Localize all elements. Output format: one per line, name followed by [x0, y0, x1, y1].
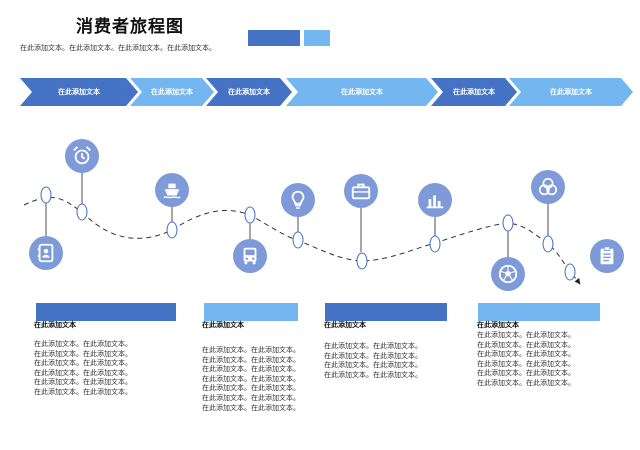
panel-4-heading: 在此添加文本 [477, 321, 519, 329]
page-subtitle: 在此添加文本。在此添加文本。在此添加文本。在此添加文本。 [20, 44, 216, 52]
stage-3[interactable]: 在此添加文本 [206, 78, 292, 106]
briefcase-icon [344, 174, 378, 208]
stage-label: 在此添加文本 [228, 88, 270, 96]
page-title: 消费者旅程图 [76, 17, 184, 37]
alarm-clock-icon [65, 139, 99, 173]
stage-5[interactable]: 在此添加文本 [431, 78, 517, 106]
panel-2-bar [204, 303, 298, 321]
legend-swatch-dark [248, 30, 300, 46]
soccer-ball-icon [491, 257, 525, 291]
bar-chart-icon [418, 183, 452, 217]
panel-3-bar [325, 303, 447, 321]
contact-card-icon [29, 236, 63, 270]
stage-1[interactable]: 在此添加文本 [20, 78, 138, 106]
stage-label: 在此添加文本 [453, 88, 495, 96]
panel-4-bar [478, 303, 600, 321]
panel-1-body: 在此添加文本。在此添加文本。 在此添加文本。在此添加文本。 在此添加文本。在此添… [34, 340, 132, 396]
stage-6[interactable]: 在此添加文本 [509, 78, 633, 106]
stage-label: 在此添加文本 [58, 88, 100, 96]
panel-2-body: 在此添加文本。在此添加文本。 在此添加文本。在此添加文本。 在此添加文本。在此添… [202, 346, 300, 412]
panel-1-bar [36, 303, 176, 321]
panel-3-body: 在此添加文本。在此添加文本。 在此添加文本。在此添加文本。 在此添加文本。在此添… [324, 342, 422, 379]
stage-4[interactable]: 在此添加文本 [286, 78, 438, 106]
venn-circles-icon [531, 170, 565, 204]
panel-1-heading: 在此添加文本 [34, 321, 76, 329]
legend-swatch-light [304, 30, 330, 46]
panel-2-heading: 在此添加文本 [202, 321, 244, 329]
stage-label: 在此添加文本 [151, 88, 193, 96]
panel-4-body: 在此添加文本。在此添加文本。 在此添加文本。在此添加文本。 在此添加文本。在此添… [477, 331, 575, 387]
stage-label: 在此添加文本 [550, 88, 592, 96]
panel-3-heading: 在此添加文本 [324, 321, 366, 329]
lightbulb-icon [281, 183, 315, 217]
clipboard-icon [590, 239, 624, 273]
stage-row: 在此添加文本 在此添加文本 在此添加文本 在此添加文本 在此添加文本 在此添加文… [0, 78, 640, 106]
bus-icon [233, 239, 267, 273]
ship-icon [155, 173, 189, 207]
stage-label: 在此添加文本 [341, 88, 383, 96]
stage-2[interactable]: 在此添加文本 [130, 78, 214, 106]
